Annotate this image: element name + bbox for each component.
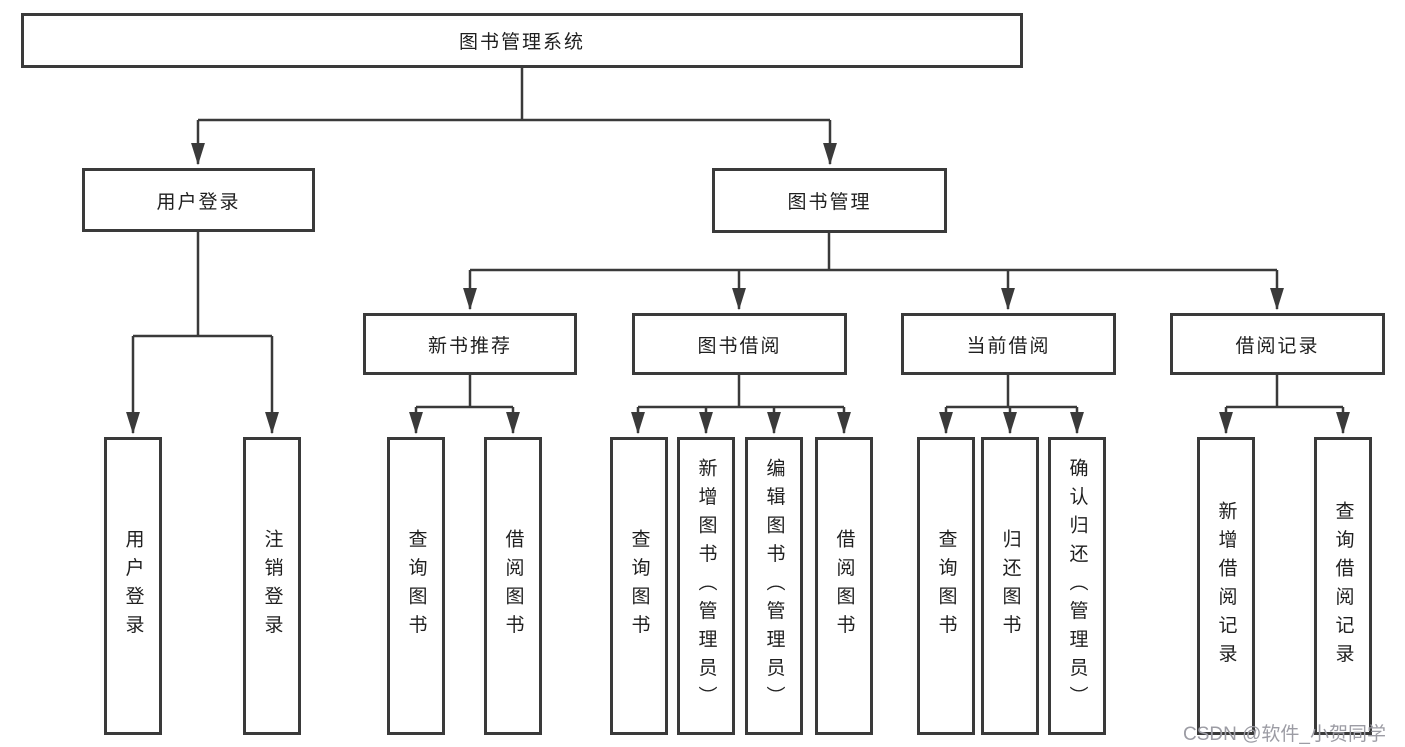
node-borrow-book-2: 借阅图书 — [815, 437, 873, 735]
node-label: 新增借阅记录 — [1215, 500, 1237, 672]
node-label: 当前借阅 — [966, 335, 1051, 357]
node-book-borrow: 图书借阅 — [632, 313, 847, 375]
node-user-login-action: 用户登录 — [104, 437, 162, 735]
node-label: 图书管理 — [787, 192, 872, 213]
node-query-book-3: 查询图书 — [917, 437, 975, 735]
node-label: 查询图书 — [405, 529, 427, 643]
node-label: 借阅记录 — [1235, 335, 1320, 357]
node-query-borrow-record: 查询借阅记录 — [1314, 437, 1372, 735]
node-add-borrow-record: 新增借阅记录 — [1197, 437, 1255, 735]
node-book-management: 图书管理 — [712, 168, 947, 233]
node-label: 图书借阅 — [697, 335, 782, 357]
node-label: 新增图书（管理员） — [695, 457, 717, 715]
node-label: 确认归还（管理员） — [1066, 457, 1088, 715]
node-label: 查询图书 — [935, 529, 957, 643]
node-query-book-1: 查询图书 — [387, 437, 445, 735]
node-label: 注销登录 — [261, 529, 283, 643]
node-label: 编辑图书（管理员） — [763, 457, 785, 715]
node-library-management-system: 图书管理系统 — [21, 13, 1023, 68]
node-user-login: 用户登录 — [82, 168, 315, 232]
node-label: 图书管理系统 — [458, 32, 585, 53]
node-label: 新书推荐 — [427, 335, 512, 357]
node-label: 归还图书 — [999, 529, 1021, 643]
node-confirm-return-admin: 确认归还（管理员） — [1048, 437, 1106, 735]
node-label: 用户登录 — [122, 529, 144, 643]
node-current-borrow: 当前借阅 — [901, 313, 1116, 375]
node-add-book-admin: 新增图书（管理员） — [677, 437, 735, 735]
node-borrow-book-1: 借阅图书 — [484, 437, 542, 735]
node-label: 用户登录 — [156, 191, 241, 213]
node-edit-book-admin: 编辑图书（管理员） — [745, 437, 803, 735]
node-label: 借阅图书 — [833, 529, 855, 643]
node-label: 查询图书 — [628, 529, 650, 643]
csdn-watermark: CSDN @软件_小贺同学 — [1183, 724, 1386, 745]
node-borrow-record: 借阅记录 — [1170, 313, 1385, 375]
node-new-book-recommend: 新书推荐 — [363, 313, 577, 375]
node-label: 查询借阅记录 — [1332, 500, 1354, 672]
node-return-book: 归还图书 — [981, 437, 1039, 735]
node-label: 借阅图书 — [502, 529, 524, 643]
node-query-book-2: 查询图书 — [610, 437, 668, 735]
node-logout-action: 注销登录 — [243, 437, 301, 735]
